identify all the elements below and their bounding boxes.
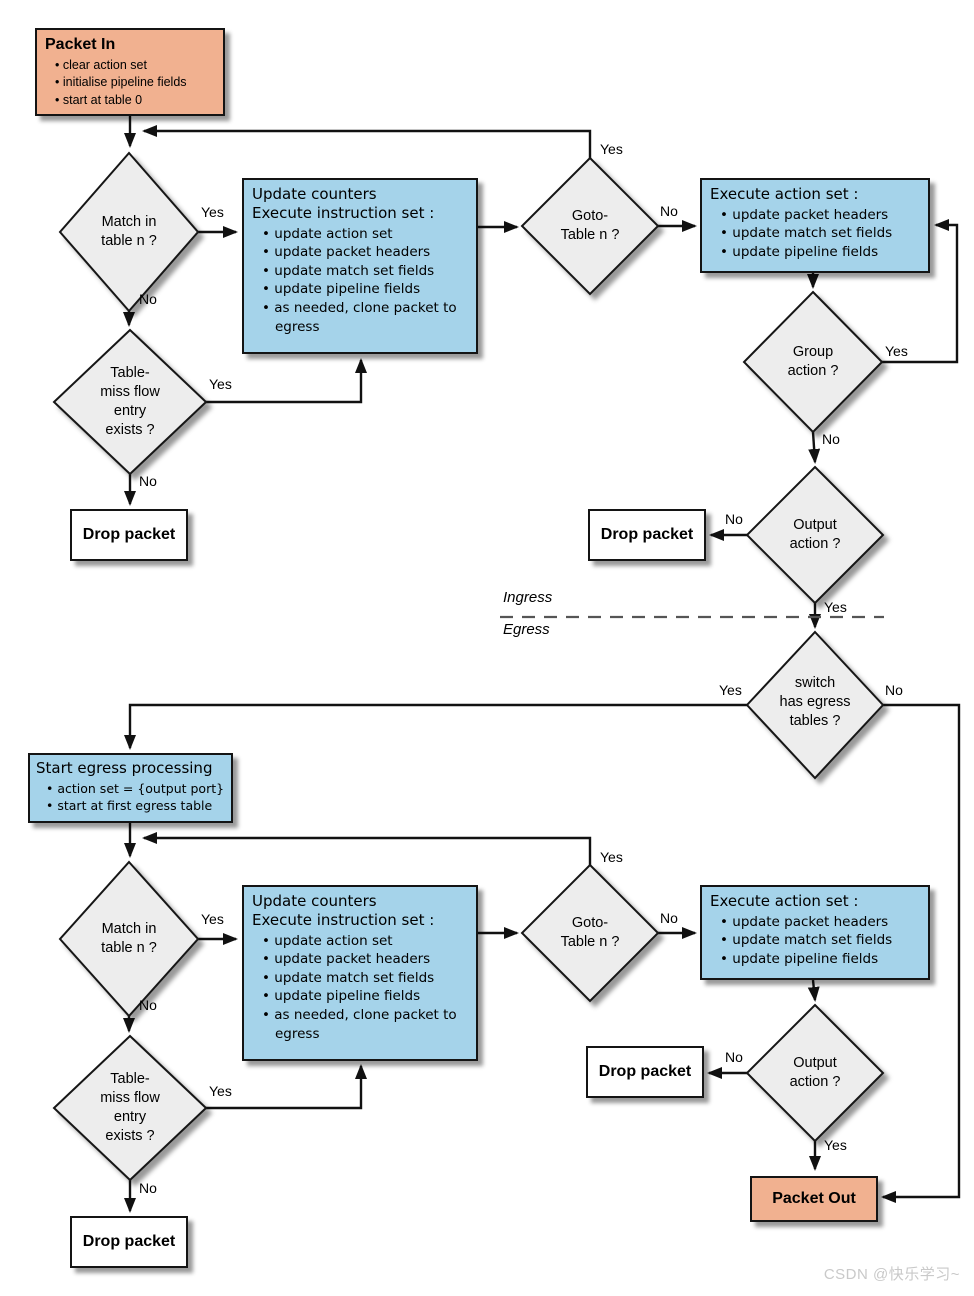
group-action-diamond-shape	[742, 290, 884, 434]
drop-packet-node-ingress-right: Drop packet	[588, 509, 706, 561]
action-bullet: update packet headers	[720, 206, 920, 225]
drop-packet-node-egress-right: Drop packet	[586, 1046, 704, 1098]
edge-group-yes-loop	[882, 219, 959, 364]
action-bullet: update pipeline fields	[720, 243, 920, 262]
packet-in-bullet: initialise pipeline fields	[55, 74, 215, 92]
edge-tmiss1-yes	[206, 358, 367, 404]
output-action-diamond-egress: Output action ?	[789, 1055, 841, 1090]
label-goto2-no: No	[660, 910, 678, 926]
start-egress-bullet: action set = {output port}	[46, 780, 225, 797]
label-match2-no: No	[139, 997, 157, 1013]
label-goto2-yes: Yes	[600, 849, 623, 865]
label-match2-yes: Yes	[201, 911, 224, 927]
label-match1-no: No	[139, 291, 157, 307]
table-miss-diamond-egress-shape	[52, 1034, 208, 1182]
drop-packet-node-egress-left: Drop packet	[70, 1216, 188, 1268]
ingress-section-label: Ingress	[503, 589, 553, 606]
csdn-watermark: CSDN @快乐学习~	[823, 1266, 960, 1283]
update-counters-node-ingress: Update counters Execute instruction set …	[242, 178, 478, 354]
edge-tmiss2-yes	[206, 1064, 367, 1110]
packet-in-node: Packet In clear action set initialise pi…	[35, 28, 225, 116]
egress-tables-diamond: switch has egress tables ?	[779, 675, 851, 729]
execute-action-set-node-egress: Execute action set : update packet heade…	[700, 885, 930, 980]
output-action-diamond-ingress-shape	[745, 465, 885, 605]
label-match1-yes: Yes	[201, 204, 224, 220]
edge-exec2-to-out2	[807, 979, 820, 1002]
drop-packet-node-ingress-left: Drop packet	[70, 509, 188, 561]
label-tmiss2-no: No	[139, 1180, 157, 1196]
label-out1-yes: Yes	[824, 599, 847, 615]
edge-group-no	[808, 431, 821, 464]
label-goto1-no: No	[660, 203, 678, 219]
action-bullet: update packet headers	[720, 913, 920, 932]
packet-in-title: Packet In	[45, 36, 116, 53]
instruction-bullet: as needed, clone packet to egress	[262, 1006, 468, 1043]
goto-table-diamond-egress-shape	[520, 863, 660, 1003]
label-group-no: No	[822, 431, 840, 447]
start-egress-title: Start egress processing	[36, 759, 213, 777]
output-action-diamond-egress-shape	[745, 1003, 885, 1143]
table-miss-diamond-egress: Table- miss flow entry exists ?	[100, 1071, 160, 1144]
edge-egress-no-bypass	[881, 703, 961, 1203]
label-egress-yes: Yes	[719, 682, 742, 698]
instruction-bullet: update packet headers	[262, 950, 468, 969]
label-out2-yes: Yes	[824, 1137, 847, 1153]
label-out2-no: No	[725, 1049, 743, 1065]
table-miss-diamond-ingress: Table- miss flow entry exists ?	[100, 365, 160, 438]
instruction-bullet: update action set	[262, 225, 468, 244]
update-counters-node-egress: Update counters Execute instruction set …	[242, 885, 478, 1061]
instruction-bullet: update packet headers	[262, 243, 468, 262]
table-miss-diamond-ingress-shape	[52, 328, 208, 476]
egress-section-label: Egress	[503, 621, 550, 638]
edge-goto1-yes-feedback	[142, 125, 592, 158]
action-bullet: update match set fields	[720, 224, 920, 243]
output-action-diamond-ingress: Output action ?	[789, 517, 841, 552]
match-diamond-egress: Match in table n ?	[101, 921, 157, 956]
edge-goto2-yes-feedback	[142, 832, 592, 865]
match-diamond-egress-shape	[58, 860, 200, 1018]
packet-out-node: Packet Out	[750, 1176, 878, 1222]
goto-table-diamond-ingress: Goto- Table n ?	[560, 208, 620, 243]
update-counters-title1: Update counters	[252, 185, 377, 203]
label-egress-no: No	[885, 682, 903, 698]
group-action-diamond: Group action ?	[787, 344, 839, 379]
execute-action-title: Execute action set :	[710, 185, 859, 203]
start-egress-bullet: start at first egress table	[46, 797, 225, 814]
match-diamond-ingress: Match in table n ?	[101, 214, 157, 249]
goto-table-diamond-egress: Goto- Table n ?	[560, 915, 620, 950]
instruction-bullet: update pipeline fields	[262, 280, 468, 299]
start-egress-node: Start egress processing action set = {ou…	[28, 753, 233, 823]
edge-egress-yes	[124, 703, 747, 750]
instruction-bullet: update match set fields	[262, 262, 468, 281]
packet-in-bullet: start at table 0	[55, 92, 215, 110]
instruction-bullet: update match set fields	[262, 969, 468, 988]
goto-table-diamond-ingress-shape	[520, 156, 660, 296]
match-diamond-ingress-shape	[58, 151, 200, 313]
action-bullet: update match set fields	[720, 931, 920, 950]
label-tmiss1-no: No	[139, 473, 157, 489]
label-tmiss1-yes: Yes	[209, 376, 232, 392]
action-bullet: update pipeline fields	[720, 950, 920, 969]
instruction-bullet: as needed, clone packet to egress	[262, 299, 468, 336]
label-group-yes: Yes	[885, 343, 908, 359]
egress-tables-diamond-shape	[745, 630, 885, 780]
instruction-bullet: update action set	[262, 932, 468, 951]
label-goto1-yes: Yes	[600, 141, 623, 157]
label-out1-no: No	[725, 511, 743, 527]
instruction-bullet: update pipeline fields	[262, 987, 468, 1006]
label-tmiss2-yes: Yes	[209, 1083, 232, 1099]
packet-in-bullet: clear action set	[55, 57, 215, 75]
update-counters-title2: Execute instruction set :	[252, 203, 435, 222]
execute-action-set-node-ingress: Execute action set : update packet heade…	[700, 178, 930, 273]
